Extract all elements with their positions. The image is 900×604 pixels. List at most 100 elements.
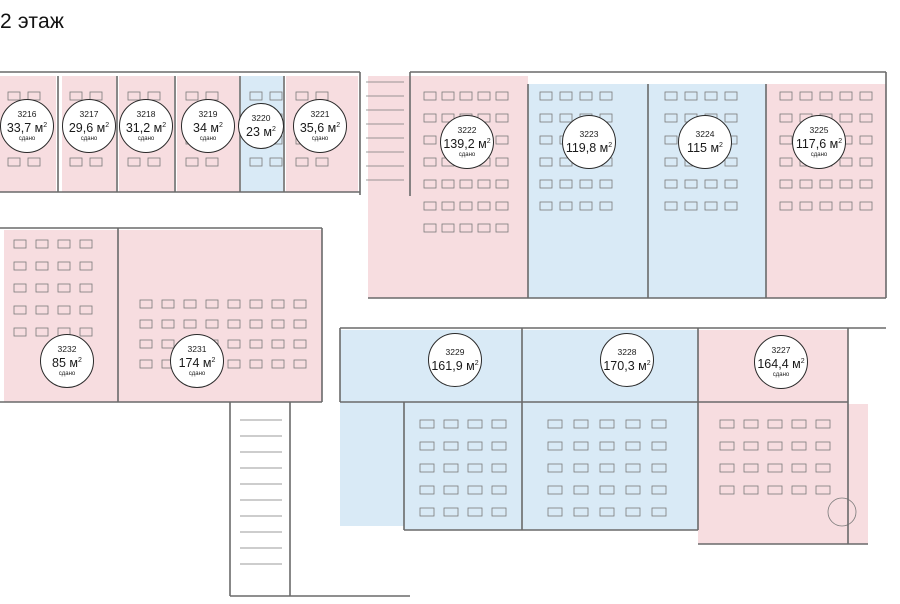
unit-number: 3224 — [695, 128, 715, 139]
u3231-desk-8 — [139, 319, 153, 329]
u3225-desk-22 — [819, 179, 833, 189]
u3222-desk-30 — [423, 223, 437, 233]
unit-number: 3228 — [617, 346, 637, 357]
u3228-desk-23 — [625, 507, 641, 517]
unit-3232[interactable]: 3232 85 м2 сдано — [40, 334, 94, 388]
u3225-desk-9 — [859, 113, 873, 123]
round-table — [827, 497, 857, 527]
u3222-desk-5 — [423, 113, 437, 123]
unit-3228[interactable]: 3228 170,3 м2 — [600, 333, 654, 387]
u3228-desk-8 — [625, 441, 641, 451]
unit-area: 161,9 м2 — [431, 359, 479, 374]
u3231-desk-23 — [293, 339, 307, 349]
u3231-desk-10 — [183, 319, 197, 329]
unit-area: 164,4 м2 — [757, 357, 805, 372]
u-small-3-desk-0 — [185, 91, 199, 101]
u-small-0-desk-0 — [7, 91, 21, 101]
u3225-desk-21 — [799, 179, 813, 189]
unit-3220[interactable]: 3220 23 м2 — [238, 103, 284, 149]
u3225-desk-27 — [819, 201, 833, 211]
u3222-desk-34 — [495, 223, 509, 233]
u3232-desk-19 — [79, 327, 93, 337]
u-small-2-desk-7 — [147, 157, 161, 167]
u3222-desk-22 — [459, 179, 473, 189]
unit-3218[interactable]: 3218 31,2 м2 сдано — [119, 99, 173, 153]
unit-status: сдано — [58, 370, 76, 377]
unit-3231[interactable]: 3231 174 м2 сдано — [170, 334, 224, 388]
room-fill-3229-lower — [404, 404, 522, 530]
u3225-desk-29 — [859, 201, 873, 211]
unit-3222[interactable]: 3222 139,2 м2 сдано — [440, 115, 494, 169]
u3228-desk-7 — [599, 441, 615, 451]
u-small-4-desk-0 — [249, 91, 263, 101]
u3229-desk-16 — [419, 507, 435, 517]
unit-area: 35,6 м2 — [299, 121, 341, 136]
u3225-desk-14 — [859, 135, 873, 145]
u3232-desk-15 — [79, 305, 93, 315]
u3229-desk-9 — [443, 463, 459, 473]
u-small-3-desk-6 — [185, 157, 199, 167]
u3224-desk-4 — [664, 113, 678, 123]
u3222-desk-21 — [441, 179, 455, 189]
unit-number: 3231 — [187, 344, 207, 355]
u3222-desk-2 — [459, 91, 473, 101]
u3224-desk-17 — [684, 179, 698, 189]
u3222-desk-25 — [423, 201, 437, 211]
u3231-desk-14 — [271, 319, 285, 329]
u3224-desk-7 — [724, 113, 738, 123]
u3223-desk-22 — [579, 201, 593, 211]
unit-3224[interactable]: 3224 115 м2 — [678, 115, 732, 169]
u3222-desk-28 — [477, 201, 491, 211]
u-small-1-desk-0 — [69, 91, 83, 101]
u3222-desk-20 — [423, 179, 437, 189]
u3228-desk-17 — [599, 485, 615, 495]
unit-3223[interactable]: 3223 119,8 м2 — [562, 115, 616, 169]
unit-3219[interactable]: 3219 34 м2 сдано — [181, 99, 235, 153]
u3228-desk-11 — [573, 463, 589, 473]
u3225-desk-0 — [779, 91, 793, 101]
u3228-desk-1 — [573, 419, 589, 429]
u3231-desk-21 — [249, 339, 263, 349]
unit-3221[interactable]: 3221 35,6 м2 сдано — [293, 99, 347, 153]
u3232-desk-7 — [79, 261, 93, 271]
u3225-desk-1 — [799, 91, 813, 101]
u3227-desk-7 — [767, 441, 783, 451]
u3224-desk-0 — [664, 91, 678, 101]
unit-area: 115 м2 — [687, 141, 723, 156]
u3231-desk-2 — [183, 299, 197, 309]
u3228-desk-3 — [625, 419, 641, 429]
u3229-desk-10 — [467, 463, 483, 473]
u-small-5-desk-6 — [295, 157, 309, 167]
u3229-desk-8 — [419, 463, 435, 473]
u3228-desk-4 — [651, 419, 667, 429]
u3231-desk-24 — [139, 359, 153, 369]
u3223-desk-5 — [559, 113, 573, 123]
u3223-desk-2 — [579, 91, 593, 101]
unit-3225[interactable]: 3225 117,6 м2 сдано — [792, 115, 846, 169]
u3227-desk-10 — [719, 463, 735, 473]
unit-3227[interactable]: 3227 164,4 м2 сдано — [754, 335, 808, 389]
room-fill-3222 — [368, 76, 528, 298]
u3232-desk-4 — [13, 261, 27, 271]
u3222-desk-23 — [477, 179, 491, 189]
u3228-desk-20 — [547, 507, 563, 517]
u3223-desk-4 — [539, 113, 553, 123]
u3231-desk-11 — [205, 319, 219, 329]
u3222-desk-29 — [495, 201, 509, 211]
u3224-desk-1 — [684, 91, 698, 101]
unit-3229[interactable]: 3229 161,9 м2 — [428, 333, 482, 387]
u3228-desk-5 — [547, 441, 563, 451]
u3225-desk-2 — [819, 91, 833, 101]
unit-area: 119,8 м2 — [565, 141, 613, 156]
u3232-desk-6 — [57, 261, 71, 271]
u3224-desk-19 — [724, 179, 738, 189]
u3231-desk-15 — [293, 319, 307, 329]
unit-3217[interactable]: 3217 29,6 м2 сдано — [62, 99, 116, 153]
unit-3216[interactable]: 3216 33,7 м2 сдано — [0, 99, 54, 153]
u3225-desk-28 — [839, 201, 853, 211]
u3222-desk-33 — [477, 223, 491, 233]
u3231-desk-5 — [249, 299, 263, 309]
u3231-desk-22 — [271, 339, 285, 349]
u3223-desk-23 — [599, 201, 613, 211]
